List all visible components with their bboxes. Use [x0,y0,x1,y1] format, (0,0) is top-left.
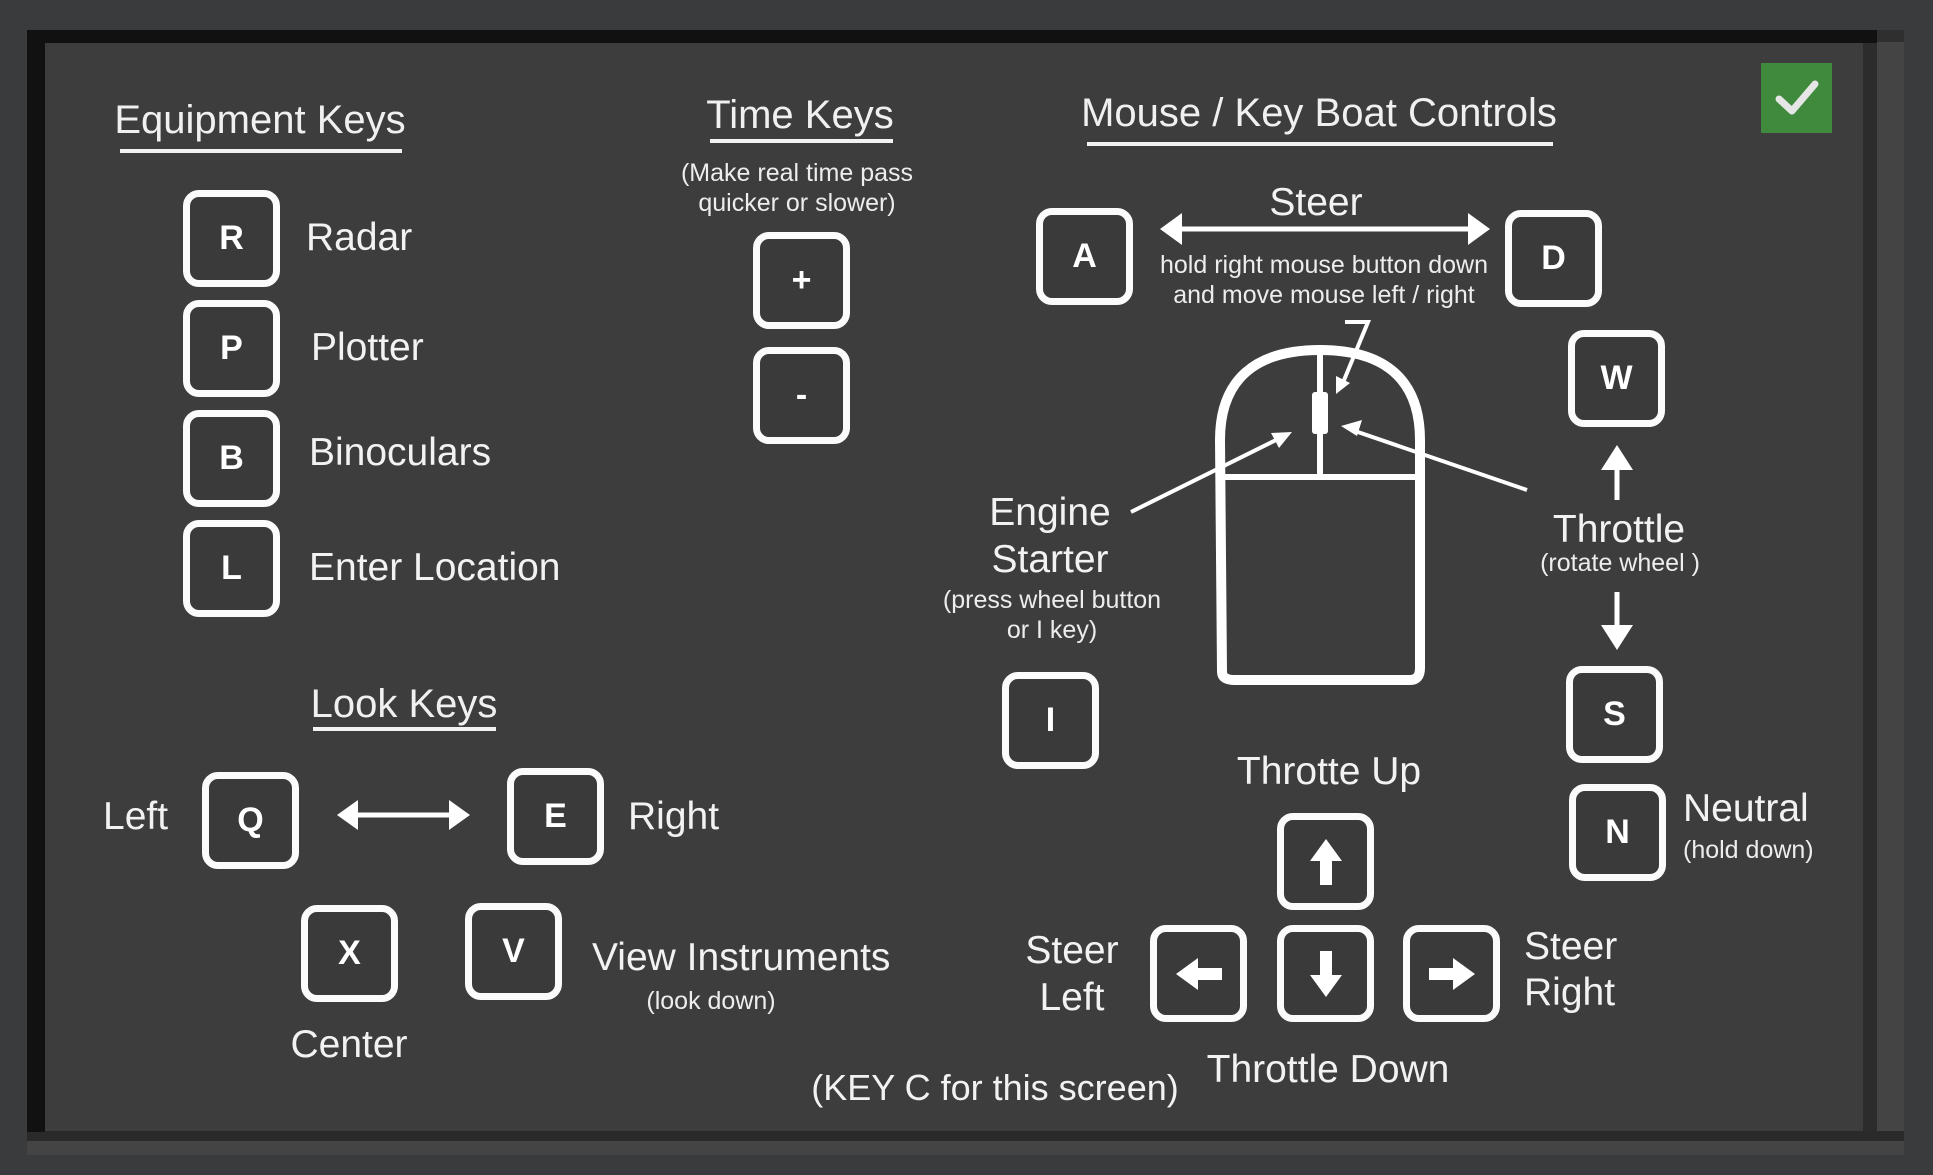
key-s[interactable]: S [1566,666,1663,763]
time-keys-subtitle-line1: (Make real time pass [680,159,914,187]
footer-hint: (KEY C for this screen) [811,1067,1179,1108]
steer-right-label-line1: Steer [1524,925,1618,968]
center-label: Center [290,1023,408,1066]
neutral-label: Neutral [1683,787,1809,830]
enter-location-label: Enter Location [309,546,561,589]
key-a[interactable]: A [1036,208,1133,305]
key-w[interactable]: W [1568,330,1665,427]
key-arrow-up[interactable] [1277,813,1374,910]
steer-hint-line2: and move mouse left / right [1173,281,1475,309]
steer-left-label-line1: Steer [1025,929,1119,972]
equipment-keys-title: Equipment Keys [114,98,406,142]
binoculars-label: Binoculars [309,431,492,474]
key-arrow-right[interactable] [1403,925,1500,1022]
throttle-up-label: Throtte Up [1236,750,1422,793]
key-plus[interactable]: + [753,232,850,329]
steer-hint: hold right mouse button down and move mo… [1160,250,1488,310]
key-minus[interactable]: - [753,347,850,444]
steer-hint-line1: hold right mouse button down [1160,251,1488,279]
view-instruments-label: View Instruments [592,936,891,979]
throttle-hint: (rotate wheel ) [1540,549,1700,577]
time-keys-subtitle: (Make real time pass quicker or slower) [681,158,913,218]
arrow-left-icon [1175,957,1222,990]
equipment-keys-underline [120,149,402,153]
time-keys-title: Time Keys [706,93,894,137]
frame-shadow-bottom [27,1131,1904,1155]
key-p[interactable]: P [183,300,280,397]
boat-controls-underline [1087,142,1553,146]
engine-starter-hint-line1: (press wheel button [942,586,1162,614]
radar-label: Radar [306,216,413,259]
time-keys-underline [710,139,893,143]
look-keys-title: Look Keys [310,682,498,726]
key-d[interactable]: D [1505,210,1602,307]
plotter-label: Plotter [311,326,424,369]
arrow-up-icon [1309,838,1342,885]
steer-label: Steer [1269,181,1363,224]
key-e[interactable]: E [507,768,604,865]
key-arrow-down[interactable] [1277,925,1374,1022]
throttle-down-label: Throttle Down [1206,1048,1450,1091]
steer-left-label-line2: Left [1039,976,1105,1019]
arrow-right-icon [1428,957,1475,990]
engine-starter-hint-line2: or I key) [1006,616,1098,644]
engine-starter-line1: Engine [989,491,1111,534]
checkmark-icon [1775,80,1818,115]
key-v[interactable]: V [465,903,562,1000]
key-l[interactable]: L [183,520,280,617]
key-arrow-left[interactable] [1150,925,1247,1022]
throttle-label: Throttle [1552,508,1686,551]
key-r[interactable]: R [183,190,280,287]
key-x[interactable]: X [301,905,398,1002]
look-keys-underline [313,727,496,731]
view-instruments-hint: (look down) [646,987,776,1015]
time-keys-subtitle-line2: quicker or slower) [698,189,896,217]
frame-shadow-right [1863,42,1904,1155]
frame-border-top [27,30,1877,43]
key-n[interactable]: N [1569,784,1666,881]
neutral-hint: (hold down) [1683,836,1814,864]
boat-controls-title: Mouse / Key Boat Controls [1081,91,1557,135]
steer-right-label-line2: Right [1524,971,1616,1014]
engine-starter-line2: Starter [991,538,1109,581]
confirm-button[interactable] [1761,63,1832,133]
key-i[interactable]: I [1002,672,1099,769]
look-left-label: Left [103,795,169,838]
key-b[interactable]: B [183,410,280,507]
look-right-label: Right [628,795,720,838]
frame-border-left [27,30,45,1132]
key-q[interactable]: Q [202,772,299,869]
engine-starter-hint: (press wheel button or I key) [943,585,1161,645]
arrow-down-icon [1309,950,1342,997]
